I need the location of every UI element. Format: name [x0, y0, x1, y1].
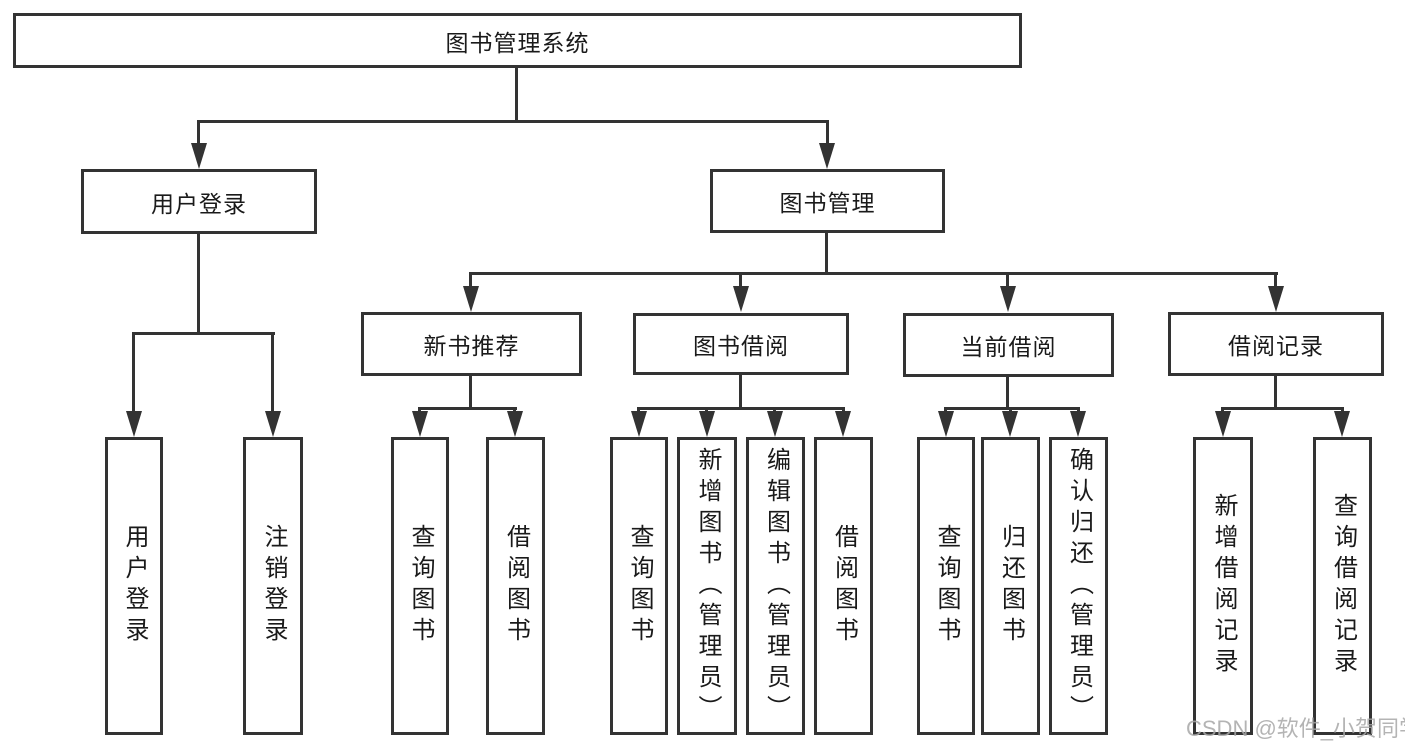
node-root-label: 图书管理系统	[445, 29, 590, 56]
leaf-bor-add-books-label: 新增图书（管理员）	[694, 446, 721, 726]
connector-drop-book-borrow	[739, 272, 742, 289]
arrow-down-icon	[1000, 286, 1016, 312]
leaf-cur-query-books: 查询图书	[917, 437, 975, 735]
leaf-bor-borrow-books-label: 借阅图书	[830, 524, 858, 648]
node-book-mgmt-label: 图书管理	[779, 190, 876, 216]
connector-book-borrow-stem	[739, 375, 742, 410]
node-borrow-records: 借阅记录	[1168, 312, 1384, 376]
leaf-cur-confirm-return-label: 确认归还（管理员）	[1065, 446, 1093, 726]
connector-drop-leaf	[1221, 407, 1224, 414]
connector-drop-leaf	[1077, 407, 1080, 414]
arrow-down-icon	[1334, 411, 1350, 437]
arrow-down-icon	[412, 411, 428, 437]
arrow-down-icon	[463, 286, 479, 312]
node-current-borrow-label: 当前借阅	[960, 334, 1057, 360]
leaf-logout-label: 注销登录	[260, 524, 287, 648]
connector-borrow-records-stem	[1274, 376, 1277, 410]
node-user-login-label: 用户登录	[151, 190, 247, 217]
connector-drop-leaf	[842, 407, 845, 414]
leaf-user-login: 用户登录	[105, 437, 163, 735]
leaf-cur-return-books-label: 归还图书	[997, 524, 1025, 648]
arrow-down-icon	[699, 411, 715, 437]
leaf-rec-query-books-label: 查询图书	[407, 524, 434, 648]
leaf-record-add-label: 新增借阅记录	[1210, 493, 1237, 679]
leaf-cur-return-books: 归还图书	[981, 437, 1040, 735]
node-current-borrow: 当前借阅	[903, 313, 1114, 377]
arrow-down-icon	[631, 411, 647, 437]
leaf-record-query-label: 查询借阅记录	[1329, 493, 1357, 679]
leaf-bor-query-books: 查询图书	[610, 437, 668, 735]
connector-drop-logout-leaf	[271, 332, 274, 413]
connector-drop-login-leaf	[132, 332, 135, 413]
arrow-down-icon	[126, 411, 142, 437]
leaf-cur-query-books-label: 查询图书	[933, 524, 960, 648]
connector-drop-leaf	[944, 407, 947, 414]
connector-level2-rail	[197, 120, 828, 123]
connector-drop-leaf	[637, 407, 640, 414]
node-book-mgmt: 图书管理	[710, 169, 945, 233]
arrow-down-icon	[265, 411, 281, 437]
connector-user-login-rail	[132, 332, 275, 335]
leaf-cur-confirm-return: 确认归还（管理员）	[1049, 437, 1108, 735]
leaf-bor-add-books: 新增图书（管理员）	[677, 437, 737, 735]
connector-book-borrow-rail	[637, 407, 845, 410]
node-book-borrow: 图书借阅	[633, 313, 849, 375]
leaf-record-query: 查询借阅记录	[1313, 437, 1372, 735]
connector-user-login-stem	[197, 234, 200, 335]
arrow-down-icon	[835, 411, 851, 437]
connector-level3-rail	[469, 272, 1278, 275]
connector-root-stem	[515, 68, 518, 121]
connector-drop-leaf	[1341, 407, 1344, 414]
arrow-down-icon	[1070, 411, 1086, 437]
arrow-down-icon	[938, 411, 954, 437]
leaf-rec-borrow-books: 借阅图书	[486, 437, 545, 735]
connector-drop-new-book-rec	[469, 272, 472, 289]
connector-current-borrow-stem	[1006, 377, 1009, 410]
leaf-bor-edit-books-label: 编辑图书（管理员）	[762, 446, 790, 726]
arrow-down-icon	[733, 286, 749, 312]
connector-new-book-rec-stem	[469, 376, 472, 410]
connector-borrow-records-rail	[1221, 407, 1344, 410]
arrow-down-icon	[767, 411, 783, 437]
arrow-down-icon	[1002, 411, 1018, 437]
connector-new-book-rec-rail	[418, 407, 517, 410]
leaf-rec-borrow-books-label: 借阅图书	[502, 524, 530, 648]
connector-drop-user-login	[197, 120, 200, 146]
connector-current-borrow-rail	[944, 407, 1080, 410]
connector-drop-leaf	[1009, 407, 1012, 414]
leaf-record-add: 新增借阅记录	[1193, 437, 1253, 735]
leaf-bor-query-books-label: 查询图书	[626, 524, 653, 648]
node-new-book-rec: 新书推荐	[361, 312, 582, 376]
connector-book-mgmt-stem	[825, 233, 828, 275]
node-borrow-records-label: 借阅记录	[1228, 333, 1324, 359]
leaf-user-login-label: 用户登录	[121, 524, 148, 648]
arrow-down-icon	[819, 143, 835, 169]
arrow-down-icon	[1268, 286, 1284, 312]
node-user-login: 用户登录	[81, 169, 317, 234]
connector-drop-borrow-records	[1274, 272, 1277, 289]
node-root: 图书管理系统	[13, 13, 1022, 68]
leaf-rec-query-books: 查询图书	[391, 437, 449, 735]
connector-drop-leaf	[513, 407, 516, 414]
arrow-down-icon	[191, 143, 207, 169]
connector-drop-leaf	[418, 407, 421, 414]
connector-drop-book-mgmt	[826, 120, 829, 146]
csdn-watermark: CSDN @软件_小贺同学	[1186, 716, 1405, 741]
node-new-book-rec-label: 新书推荐	[423, 333, 520, 359]
connector-drop-leaf	[705, 407, 708, 414]
connector-drop-leaf	[773, 407, 776, 414]
connector-drop-current-borrow	[1006, 272, 1009, 289]
arrow-down-icon	[1215, 411, 1231, 437]
leaf-logout: 注销登录	[243, 437, 303, 735]
node-book-borrow-label: 图书借阅	[693, 333, 789, 359]
leaf-bor-edit-books: 编辑图书（管理员）	[746, 437, 805, 735]
arrow-down-icon	[507, 411, 523, 437]
leaf-bor-borrow-books: 借阅图书	[814, 437, 873, 735]
